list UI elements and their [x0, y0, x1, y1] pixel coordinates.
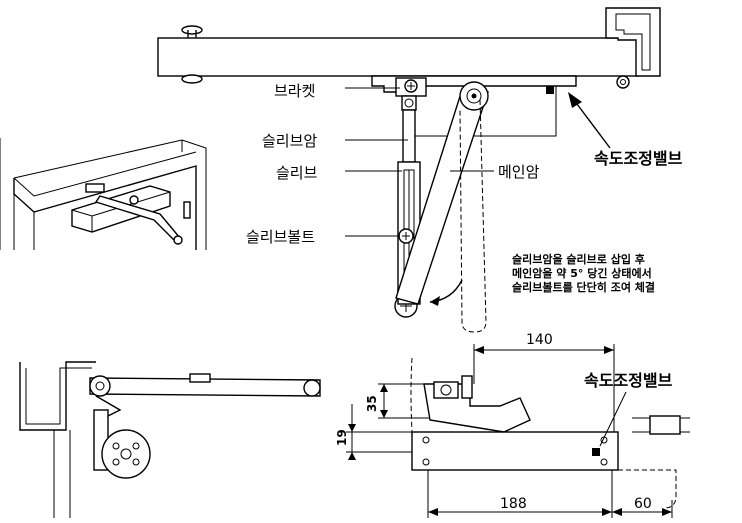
dim-label-188: 188	[500, 496, 527, 512]
door-frame-bar	[157, 37, 639, 77]
dim-label-60: 60	[634, 496, 652, 512]
note-line-2: 메인암을 약 5° 당긴 상태에서	[512, 266, 652, 280]
speed-valve-mark	[546, 86, 554, 94]
label-sleeve-arm: 슬리브암	[262, 132, 317, 150]
leader-speed-valve-bottom	[599, 391, 627, 447]
closer-body-side	[411, 431, 619, 471]
perspective-inset	[0, 138, 207, 250]
note-line-1: 슬리브암을 슬리브로 삽입 후	[512, 252, 645, 266]
label-sleeve: 슬리브	[276, 164, 318, 182]
frame-corner	[605, 7, 661, 77]
label-main-arm: 메인암	[498, 163, 540, 181]
hinge-pin-bottom	[181, 74, 203, 84]
top-assembly-view: 브라켓 슬리브암 슬리브 메인암 슬리브볼트 속도조정밸브 슬리브암을 슬리브로…	[157, 7, 683, 333]
rotation-arc	[429, 279, 463, 303]
speed-valve-mark-bottom	[592, 448, 600, 456]
corner-pivot	[616, 75, 630, 89]
bottom-right-dimension-view: 140 35 19 188 60 속도조정밸브	[335, 332, 690, 518]
label-bracket: 브라켓	[274, 82, 315, 100]
top-view-pinion	[101, 429, 151, 479]
label-speed-valve-top: 속도조정밸브	[594, 149, 683, 168]
dim-label-19: 19	[335, 429, 349, 446]
dim-label-140: 140	[526, 332, 553, 348]
sleeve-arm[interactable]	[402, 109, 416, 163]
label-speed-valve-bottom: 속도조정밸브	[584, 371, 673, 390]
dim-label-35: 35	[365, 395, 379, 412]
note-line-3: 슬리브볼트를 단단히 조여 체결	[512, 280, 655, 294]
label-sleeve-bolt: 슬리브볼트	[246, 228, 315, 246]
speed-valve-arrow	[573, 99, 611, 149]
hinge-pin-top	[181, 25, 203, 35]
main-arm-alternate-position	[459, 99, 487, 333]
frame-section	[19, 361, 96, 431]
bottom-left-top-view	[19, 361, 321, 518]
